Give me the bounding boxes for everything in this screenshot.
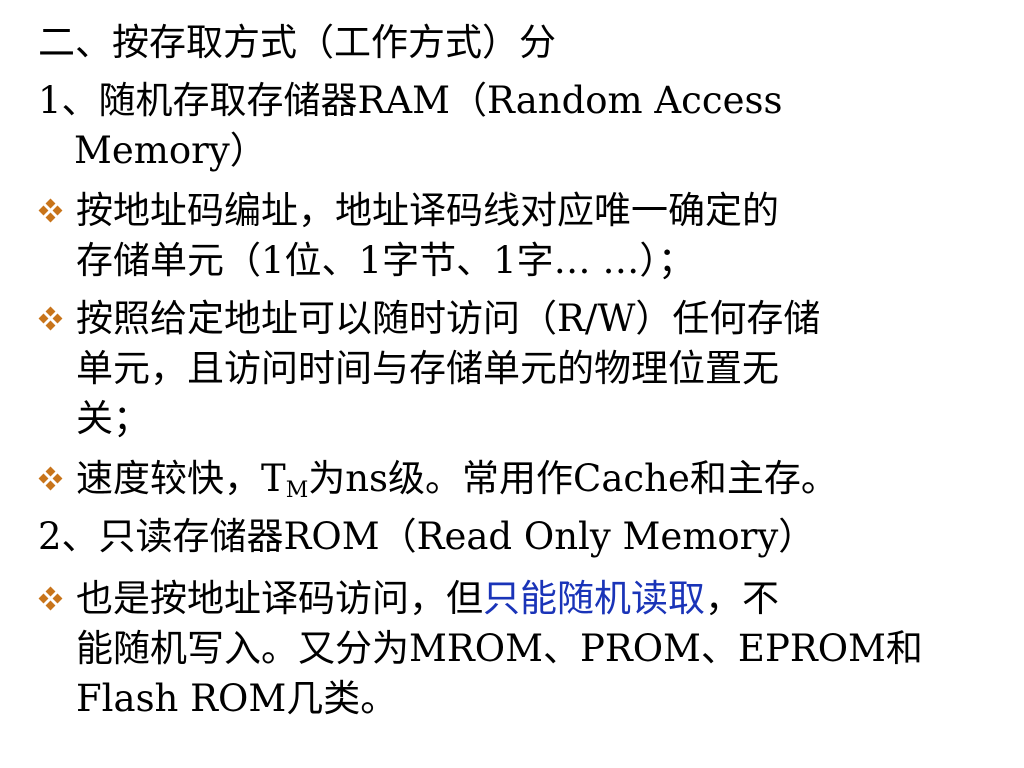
section1-title-line2: Memory） [74,129,267,172]
speed-suffix: 为ns级。常用作Cache和主存。 [308,457,838,500]
diamond-bullet-icon [38,306,63,331]
bullet-line: 单元，且访问时间与存储单元的物理位置无 [76,347,779,390]
bullet-line: 按照给定地址可以随时访问（R/W）任何存储 [76,297,821,340]
bullet-line: 存储单元（1位、1字节、1字… …）； [76,239,695,282]
speed-subscript: M [285,478,309,503]
bullet-line: 速度较快，TM为ns级。常用作Cache和主存。 [76,454,996,504]
rom-highlight-text: 只能随机读取 [483,577,705,620]
bullet-text: 按地址码编址，地址译码线对应唯一确定的 存储单元（1位、1字节、1字… …）； [76,186,996,286]
diamond-bullet-icon [38,586,63,611]
bullet-text: 也是按地址译码访问，但只能随机读取，不 能随机写入。又分为MROM、PROM、E… [76,574,996,724]
diamond-bullet-icon [38,466,63,491]
bullet-text: 按照给定地址可以随时访问（R/W）任何存储 单元，且访问时间与存储单元的物理位置… [76,294,996,444]
rom-line1-after: ，不 [705,577,779,620]
bullet-line: 按地址码编址，地址译码线对应唯一确定的 [76,189,779,232]
bullet-text: 速度较快，TM为ns级。常用作Cache和主存。 [76,454,996,504]
bullet-line: Flash ROM几类。 [76,677,398,720]
diamond-bullet-icon [38,198,63,223]
speed-prefix: 速度较快，T [76,457,286,500]
section1-title-line1: 1、随机存取存储器RAM（Random Access [38,79,783,122]
slide-heading: 二、按存取方式（工作方式）分 [38,21,556,64]
rom-line1-before: 也是按地址译码访问，但 [76,577,483,620]
section2-title: 2、只读存储器ROM（Read Only Memory） [38,515,816,558]
bullet-line: 关； [76,397,150,440]
bullet-line: 能随机写入。又分为MROM、PROM、EPROM和 [76,627,923,670]
bullet-line: 也是按地址译码访问，但只能随机读取，不 [76,574,996,624]
